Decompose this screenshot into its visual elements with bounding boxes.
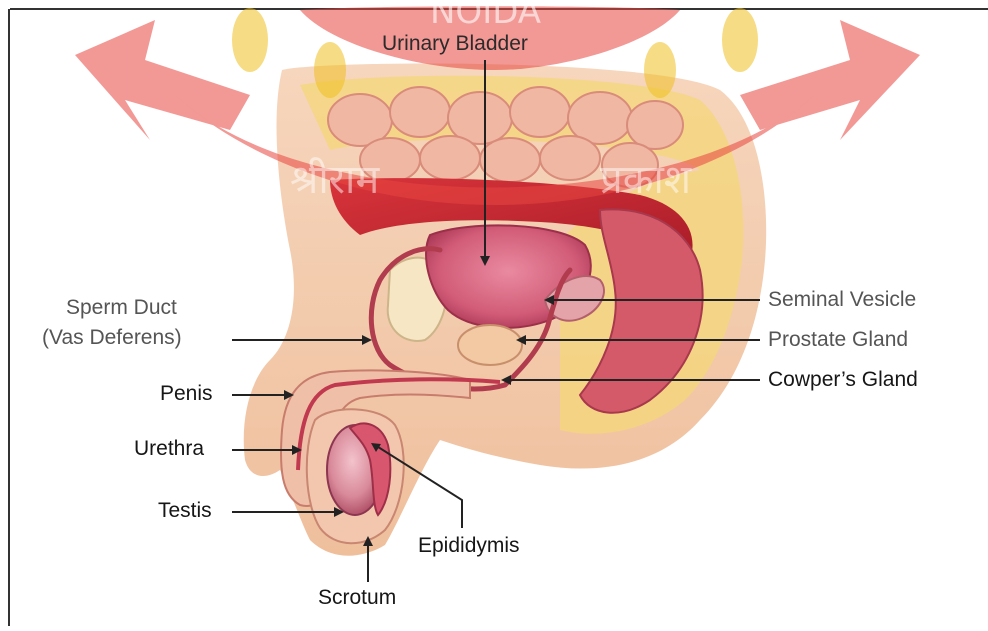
label-sperm-duct-line1: Sperm Duct — [66, 296, 177, 320]
label-penis: Penis — [160, 382, 213, 406]
label-testis: Testis — [158, 499, 212, 523]
label-cowpers-gland: Cowper’s Gland — [768, 368, 918, 392]
prostate-gland — [458, 325, 522, 365]
label-urethra: Urethra — [134, 437, 204, 461]
label-scrotum: Scrotum — [318, 586, 396, 610]
watermark-script-right: प्रकाश — [600, 150, 691, 205]
label-sperm-duct-line2: (Vas Deferens) — [42, 326, 182, 350]
watermark-script-left: श्रीराम — [290, 150, 379, 205]
label-epididymis: Epididymis — [418, 534, 520, 558]
label-prostate-gland: Prostate Gland — [768, 328, 908, 352]
label-seminal-vesicle: Seminal Vesicle — [768, 288, 916, 312]
label-urinary-bladder: Urinary Bladder — [382, 32, 528, 56]
watermark-text: NOIDA — [430, 0, 541, 32]
